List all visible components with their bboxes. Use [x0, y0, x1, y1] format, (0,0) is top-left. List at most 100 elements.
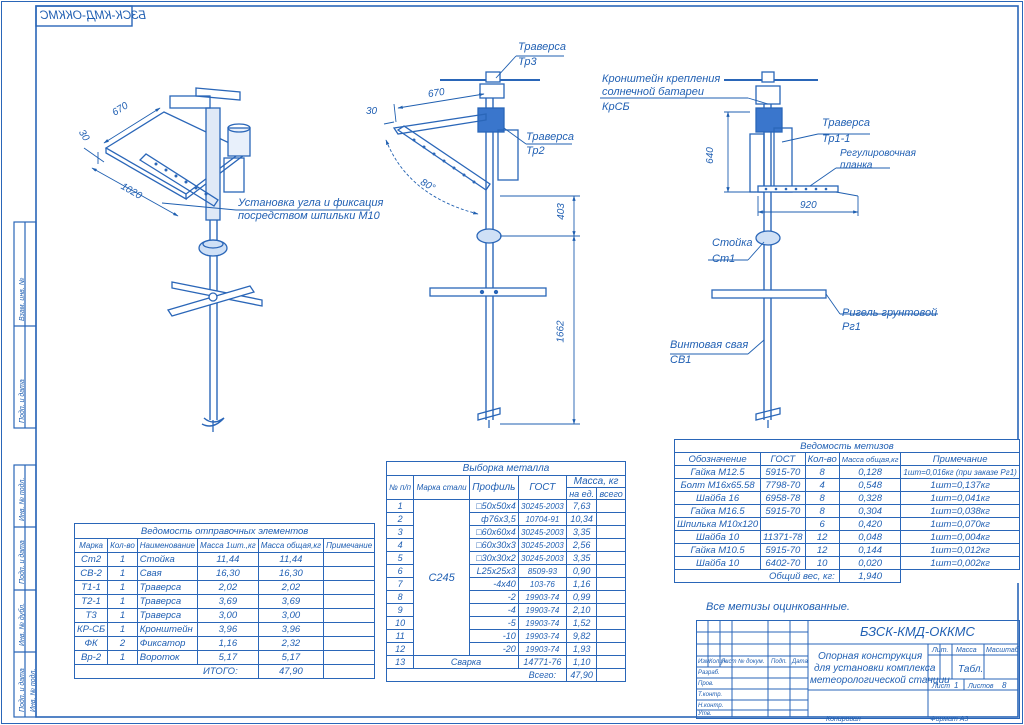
- hw-cell: 11371-78: [760, 530, 806, 544]
- hw-cell: 0,144: [838, 543, 902, 557]
- shipping-cell: 11,44: [197, 552, 259, 567]
- hw-cell: Болт М16x65.58: [673, 478, 762, 492]
- shipping-cell: Вороток: [136, 650, 199, 665]
- shipping-cell: Ст2: [73, 552, 109, 567]
- iso-pyranometer: [227, 127, 251, 157]
- metal-cell: [596, 603, 626, 617]
- shipping-cell: 2,02: [257, 580, 325, 595]
- metal-cell: 12: [385, 642, 415, 656]
- shipping-cell: 5,17: [197, 650, 259, 665]
- hw-cell: 0,020: [838, 556, 902, 570]
- shipping-cell: Свая: [136, 566, 199, 581]
- side-pile-mark: СВ1: [670, 354, 692, 366]
- metal-cell: 19903-74: [517, 629, 568, 643]
- metal-cell: 19903-74: [517, 642, 568, 656]
- metal-cell: 9: [385, 603, 415, 617]
- metal-cell: 4: [385, 538, 415, 552]
- metal-cell: [596, 564, 626, 578]
- hw-cell: 10: [804, 556, 840, 570]
- metal-cell: 11: [385, 629, 415, 643]
- shipping-header-cell: Масса 1шт.,кг: [197, 538, 259, 553]
- iso-view: [104, 87, 263, 432]
- side-plank: [757, 185, 839, 193]
- shipping-cell: Т1-1: [73, 580, 109, 595]
- metal-h-gost: ГОСТ: [517, 475, 568, 500]
- metal-cell: [596, 538, 626, 552]
- metal-cell: 1,16: [566, 577, 598, 591]
- side-bracket-line1: Кронштейн крепления: [602, 73, 721, 85]
- stamp-format: Формат А3: [930, 716, 969, 723]
- metal-cell: 7,63: [566, 499, 598, 513]
- hw-cell: 1шт=0,041кг: [900, 491, 1020, 505]
- metal-cell: -20: [468, 642, 519, 656]
- shipping-cell: 5,17: [257, 650, 325, 665]
- metal-h-all: всего: [596, 487, 626, 500]
- side-bracket-mark: КрСБ: [602, 101, 630, 113]
- iso-note-line2: посредством шпильки М10: [238, 210, 380, 222]
- shipping-cell: 1: [107, 650, 138, 665]
- front-traverse2-label: Траверса: [526, 131, 574, 143]
- hw-total-blank: [901, 570, 1019, 583]
- metal-cell: [596, 577, 626, 591]
- shipping-cell: 16,30: [257, 566, 325, 581]
- side-dim-640: 640: [704, 147, 716, 164]
- stamp-col-mass: Масса: [956, 647, 977, 654]
- side-pile-label: Винтовая свая: [670, 339, 749, 351]
- hw-header-cell: Обозначение: [673, 452, 762, 466]
- shipping-cell: [323, 566, 376, 581]
- hw-cell: 8: [804, 491, 840, 505]
- hw-cell: 0,048: [838, 530, 902, 544]
- shipping-cell: [323, 580, 376, 595]
- metal-cell: 8509-93: [517, 564, 568, 578]
- hw-cell: Шайба 10: [673, 530, 762, 544]
- hw-cell: 1шт=0,016кг (при заказе Рг1): [900, 465, 1020, 479]
- hw-cell: Шайба 10: [673, 556, 762, 570]
- stamp-col-label: Лист: [721, 659, 737, 665]
- metal-weld-all: [596, 655, 626, 669]
- shipping-cell: Т2-1: [73, 594, 109, 609]
- front-auger: [477, 407, 501, 421]
- side-post-label: Стойка: [712, 237, 753, 249]
- shipping-cell: СВ-2: [73, 566, 109, 581]
- side-crossbar-mark: Рг1: [842, 321, 861, 333]
- front-panel-brace: [396, 125, 491, 191]
- shipping-cell: 3,00: [197, 608, 259, 623]
- shipping-header-cell: Кол-во: [107, 538, 138, 553]
- metal-cell: 2: [385, 512, 415, 526]
- stamp-title2: для установки комплекса: [814, 663, 936, 674]
- hw-cell: 0,328: [838, 491, 902, 505]
- side-label-2: Инв. № подл.: [19, 477, 26, 521]
- metal-weld-gost: 14771-76: [517, 655, 568, 669]
- iso-post-upper: [205, 107, 221, 221]
- metal-cell: 9,82: [566, 629, 598, 643]
- hw-cell: Шпилька М10x120: [673, 517, 762, 531]
- hw-cell: 5915-70: [760, 543, 806, 557]
- hw-header-cell: ГОСТ: [760, 452, 806, 466]
- shipping-cell: [323, 650, 376, 665]
- shipping-cell: [323, 608, 376, 623]
- metal-cell: 30245-2003: [517, 499, 568, 513]
- shipping-cell: 1: [107, 552, 138, 567]
- metal-grade: С245: [413, 499, 470, 656]
- hw-cell: 6402-70: [760, 556, 806, 570]
- metal-cell: 10704-91: [517, 512, 568, 526]
- stamp-mass-value: Табл.: [958, 664, 984, 675]
- side-traverse-label: Траверса: [822, 117, 870, 129]
- shipping-cell: 3,69: [257, 594, 325, 609]
- stamp-col-label: Дата: [792, 659, 808, 665]
- metal-cell: 19903-74: [517, 616, 568, 630]
- front-crossbar: [429, 287, 547, 297]
- hw-cell: 12: [804, 543, 840, 557]
- hw-header-cell: Примечание: [900, 452, 1020, 466]
- front-dim-1662: 1662: [555, 320, 567, 343]
- front-dim-403: 403: [555, 203, 567, 220]
- metal-cell: [596, 551, 626, 565]
- hw-cell: Гайка М12.5: [673, 465, 762, 479]
- metal-cell: [596, 642, 626, 656]
- stamp-col-label: Кол.уч: [709, 659, 727, 665]
- metal-cell: -4x40: [468, 577, 519, 591]
